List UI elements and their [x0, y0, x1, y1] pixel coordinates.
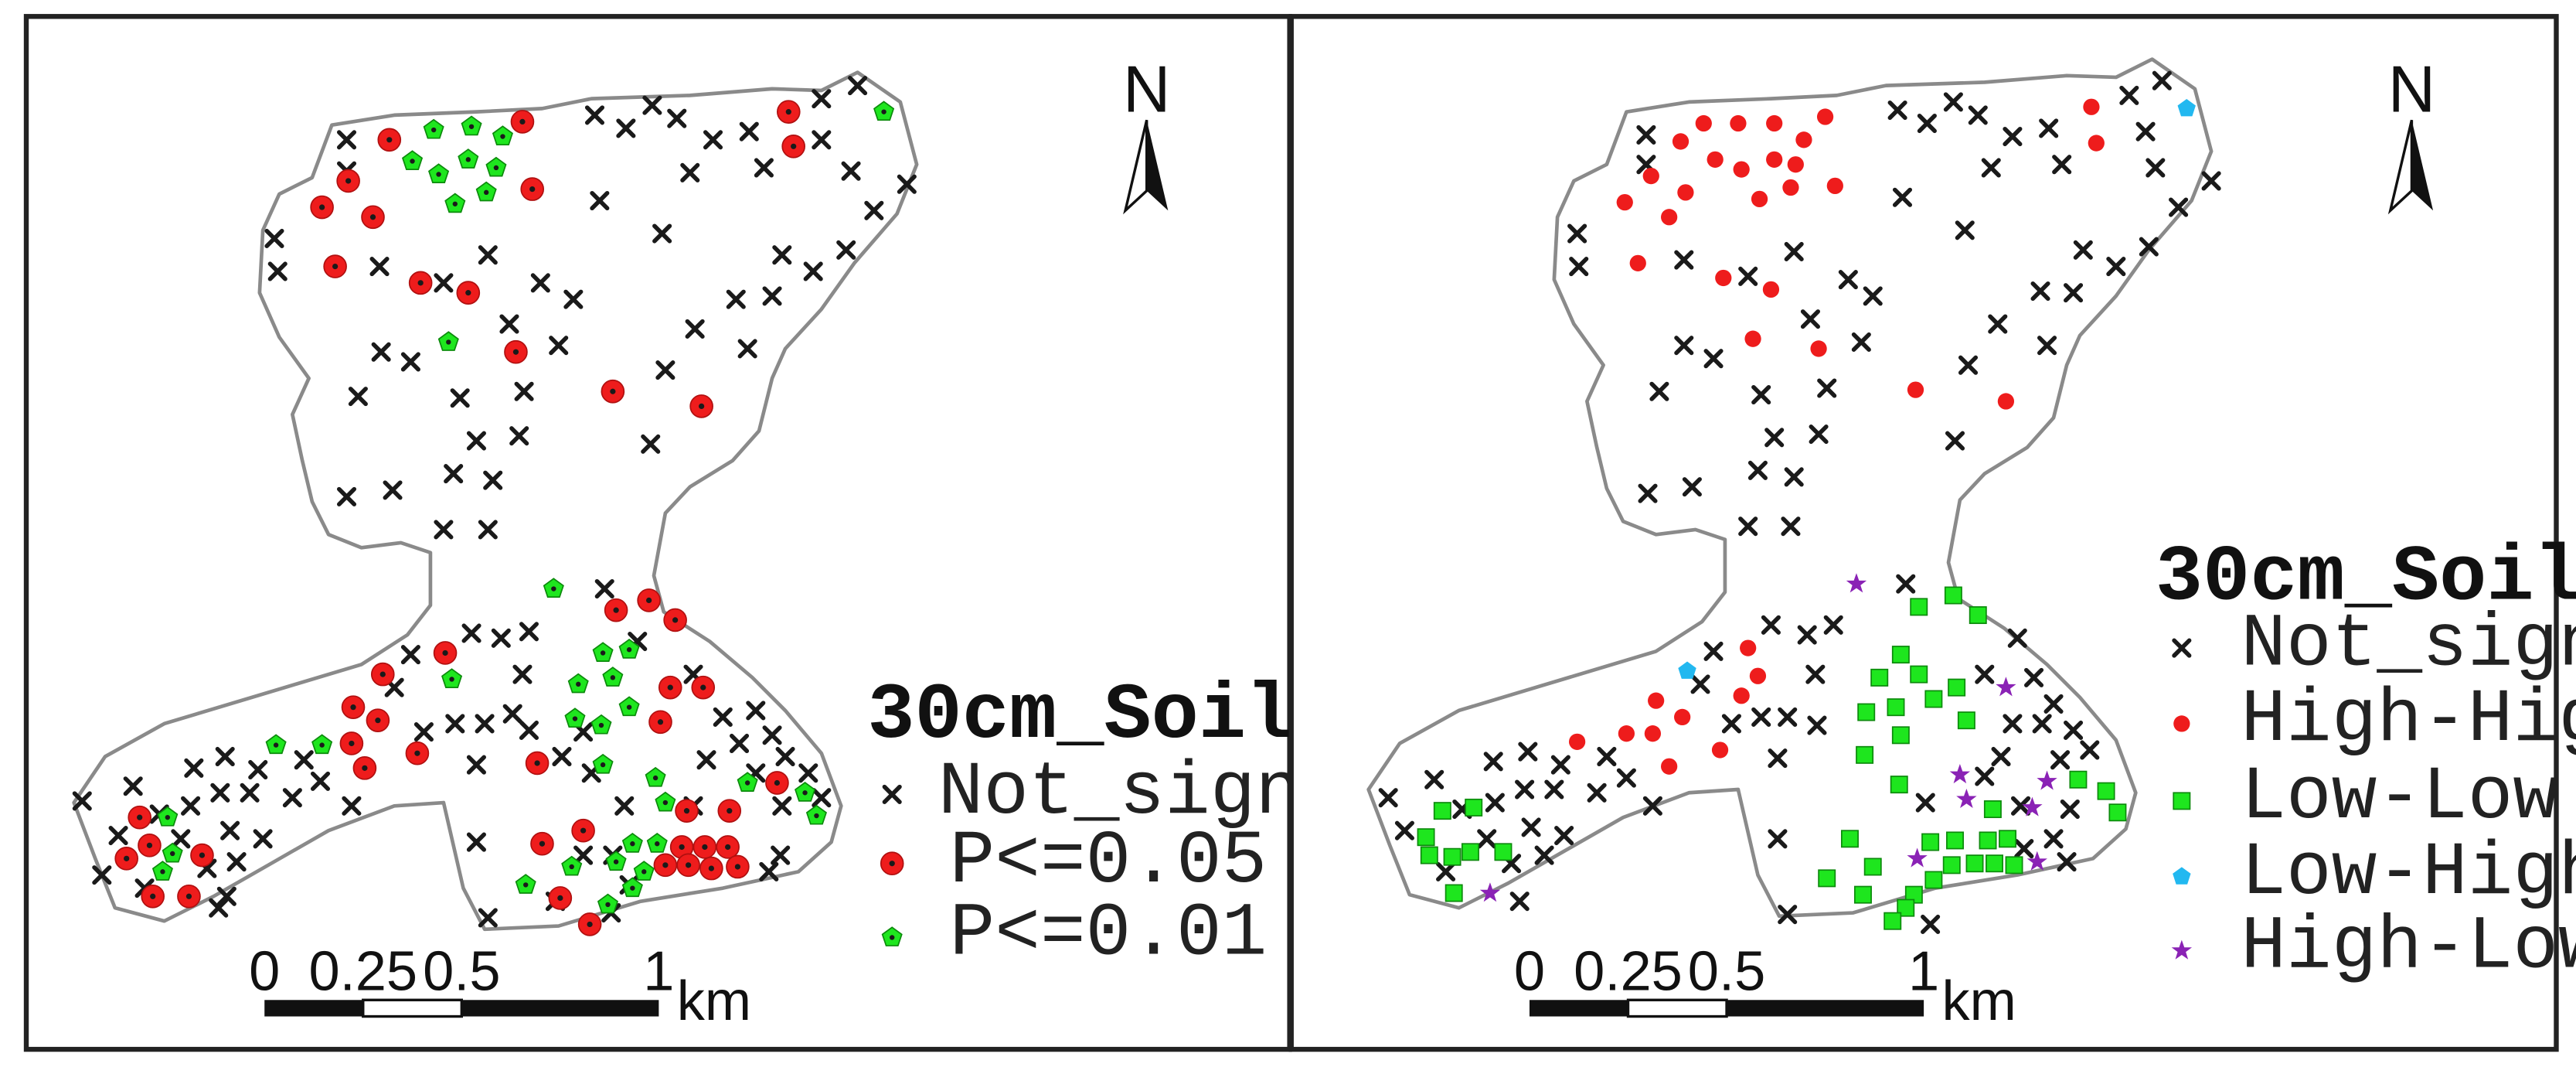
legend-green-square-icon	[2173, 792, 2191, 810]
left-north-arrow: N	[1123, 53, 1170, 212]
right-scale-tick-05: 0.5	[1688, 940, 1765, 1002]
left-scale-unit: km	[677, 970, 751, 1032]
right-legend: 30cm_Soil Moisture Not_significant High-…	[2156, 533, 2576, 990]
legend-red-circle-icon	[880, 851, 904, 876]
right-legend-item-high-high: High-High	[2241, 678, 2576, 763]
left-scale-bar: 0 0.25 0.5 1 km	[249, 940, 751, 1031]
right-legend-item-low-high: Low-High	[2241, 831, 2576, 916]
right-scale-tick-025: 0.25	[1574, 940, 1683, 1002]
right-legend-item-high-low: High-Low	[2241, 905, 2576, 990]
right-scale-tick-0: 0	[1514, 940, 1545, 1002]
left-north-label: N	[1123, 53, 1170, 127]
right-legend-title: 30cm_Soil Moisture	[2156, 533, 2576, 622]
right-north-label: N	[2388, 53, 2435, 127]
left-scale-tick-025: 0.25	[308, 940, 417, 1002]
right-scale-tick-1: 1	[1908, 940, 1939, 1002]
left-scale-tick-1: 1	[643, 940, 674, 1002]
left-scale-tick-05: 0.5	[423, 940, 500, 1002]
right-legend-item-low-low: Low-Low	[2241, 755, 2558, 840]
right-map-panel: N 30cm_Soil Moisture Not_significant Hig…	[1288, 14, 2576, 1052]
right-north-arrow: N	[2388, 53, 2435, 212]
right-scale-bar: 0 0.25 0.5 1 km	[1514, 940, 2016, 1031]
right-legend-item-not-significant: Not_significant	[2241, 602, 2576, 687]
right-scale-unit: km	[1942, 970, 2016, 1032]
left-legend-item-p001: P<=0.01	[950, 892, 1268, 977]
left-legend-item-p005: P<=0.05	[950, 820, 1268, 905]
left-scale-tick-0: 0	[249, 940, 280, 1002]
legend-red-dot-icon	[2173, 715, 2190, 732]
